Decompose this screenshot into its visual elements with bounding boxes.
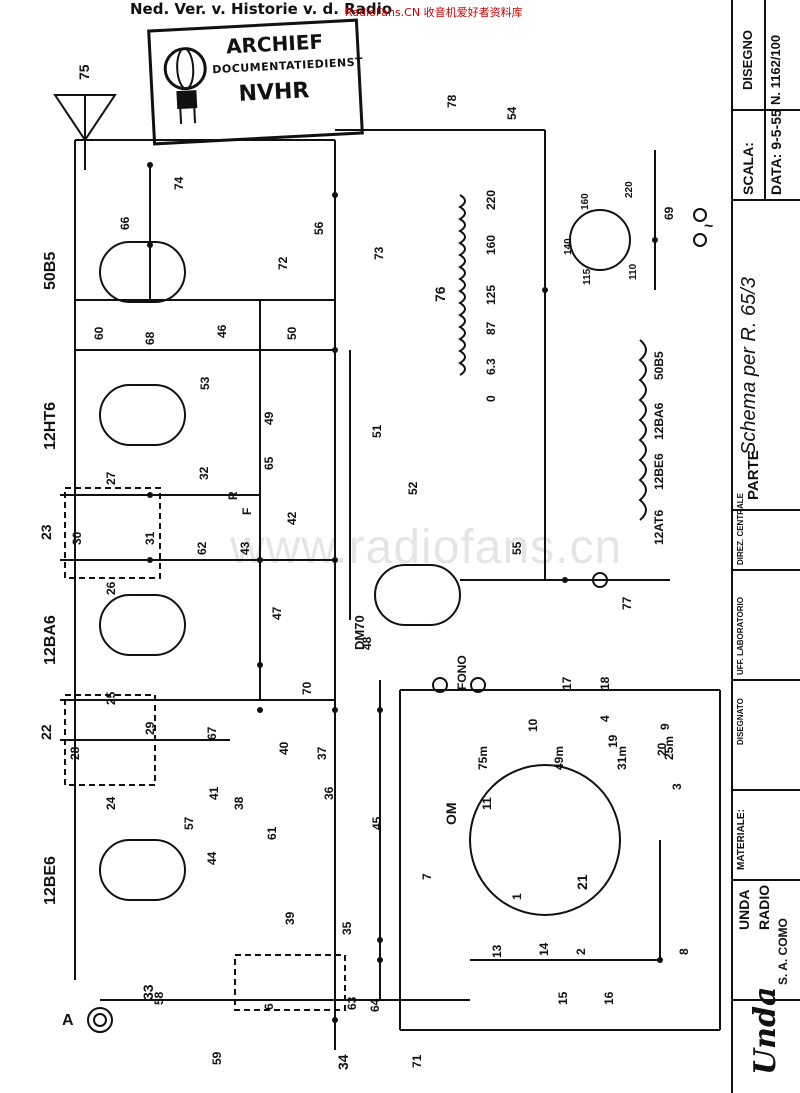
ufficio-label: UFF. LABORATORIO (736, 597, 745, 675)
materiale-label: MATERIALE: (736, 809, 747, 870)
antenna-label: A (62, 1012, 74, 1029)
company-line2: RADIO (756, 884, 772, 930)
parte-label: PARTE (745, 450, 762, 500)
source-watermark: RadioFans.CN 收音机爱好者资料库 (345, 6, 523, 19)
globe-icon (163, 47, 207, 125)
company-line1: UNDA (736, 889, 752, 930)
parte-value: Schema per R. 65/3 (738, 277, 760, 455)
unda-logo: Unda (748, 986, 783, 1075)
disegno-label: DISEGNO (740, 30, 755, 90)
data-label: DATA: 9-5-55 (768, 109, 784, 195)
direz-label: DIREZ. CENTRALE (736, 493, 745, 565)
disegnato-label: DISEGNATO (736, 698, 745, 745)
archive-stamp: ARCHIEF DOCUMENTATIEDIENST NVHR (147, 18, 364, 146)
scala-label: SCALA: (740, 142, 756, 195)
header-text: Ned. Ver. v. Historie v. d. Radio (130, 0, 393, 18)
company-line3: S. A. COMO (776, 918, 790, 985)
disegno-number: N. 1162/100 (768, 34, 783, 105)
mains-label: ~ (704, 218, 714, 235)
